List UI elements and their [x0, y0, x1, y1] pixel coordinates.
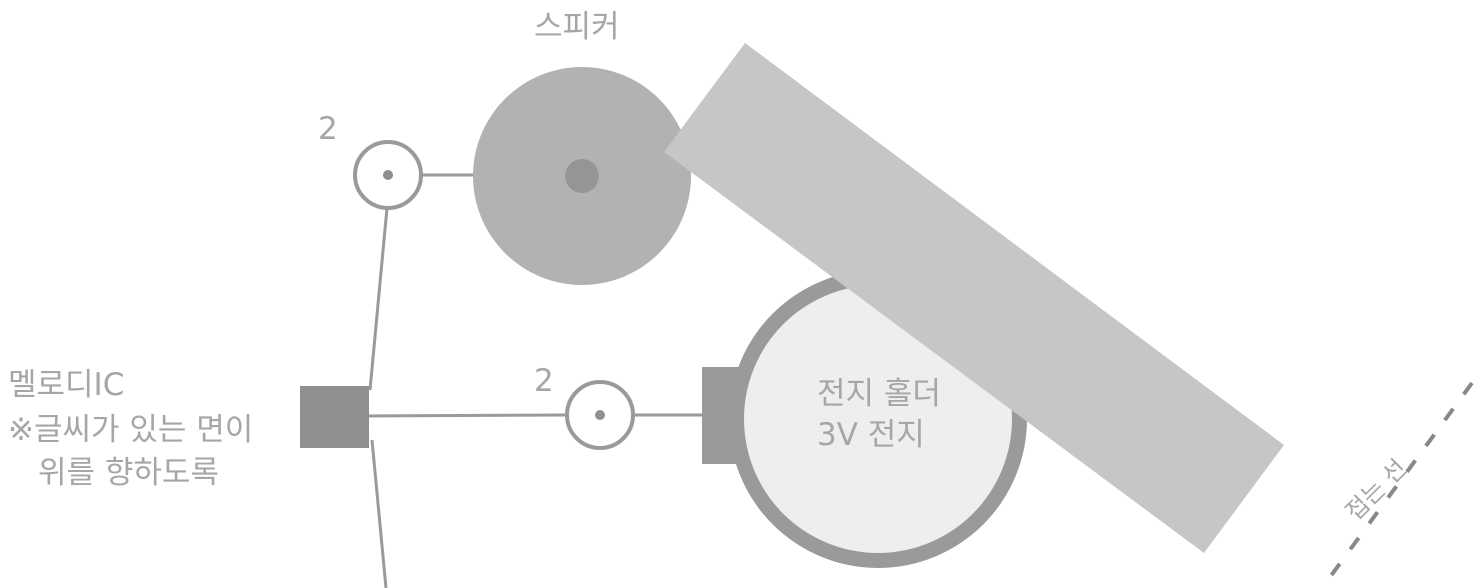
battery-label-line2: 3V 전지 — [817, 417, 925, 453]
melody-ic-chip — [300, 386, 369, 448]
switch-strip — [664, 43, 1284, 553]
wire-top-connector-to-chip — [368, 207, 389, 391]
melody-ic-label-line2: ※글씨가 있는 면이 — [8, 412, 254, 448]
connector-mid-count: 2 — [534, 363, 554, 399]
melody-ic-label-line1: 멜로디IC — [8, 367, 125, 403]
connector-top-dot — [383, 170, 393, 180]
wires — [367, 173, 703, 588]
fold-line — [1320, 381, 1474, 588]
battery-label-line1: 전지 홀더 — [817, 376, 941, 412]
connector-mid-dot — [595, 410, 605, 420]
melody-ic-label-line3: 위를 향하도록 — [38, 455, 219, 491]
connector-top-count: 2 — [318, 111, 338, 147]
speaker-label: 스피커 — [534, 9, 620, 45]
wire-chip-to-mid-connector — [367, 413, 567, 418]
speaker-center — [565, 159, 599, 193]
wire-chip-down — [370, 439, 388, 588]
